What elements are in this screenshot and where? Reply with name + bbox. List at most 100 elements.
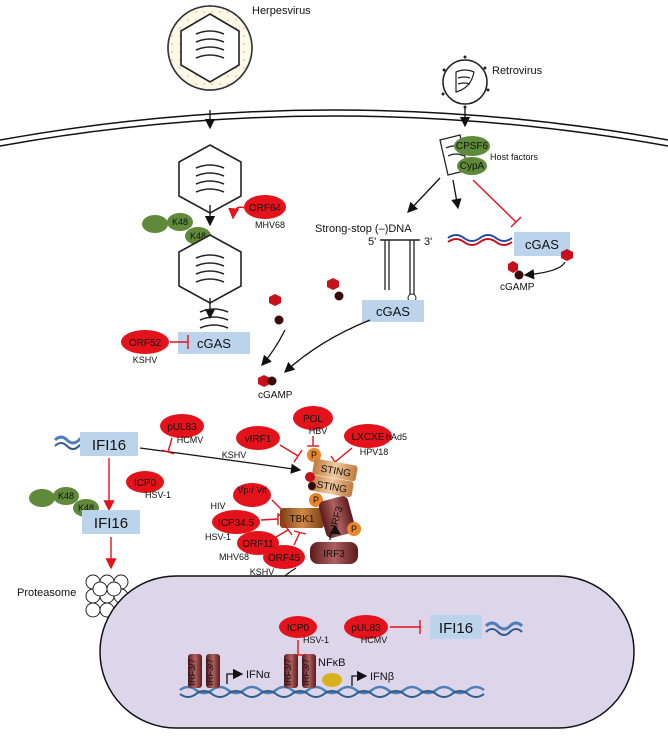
pol-oval xyxy=(293,406,333,430)
cgas-label-2: cGAS xyxy=(376,304,410,319)
ifi16-box-1 xyxy=(80,432,138,456)
virf1-oval xyxy=(236,426,280,450)
herpesvirus-label: Herpesvirus xyxy=(252,5,311,17)
ifna-label: IFNα xyxy=(246,669,271,681)
pul83-label-1: pUL83 xyxy=(167,422,197,433)
cgas-box-2 xyxy=(362,300,424,322)
icp0-label-1: ICP0 xyxy=(134,478,157,489)
retrovirus-particle xyxy=(441,55,490,109)
icp0-oval-1 xyxy=(126,471,164,493)
herpes-capsid-ubiquitinated xyxy=(178,234,242,304)
cpsf6-label: CPSF6 xyxy=(456,141,489,152)
cgamp-label-1: cGAMP xyxy=(258,390,293,401)
p-label-2: P xyxy=(313,495,319,505)
cgas-box-3 xyxy=(514,232,570,256)
sting-label-2: STING xyxy=(316,480,348,496)
orf64-oval xyxy=(244,195,286,219)
ifi16-label-1: IFI16 xyxy=(92,437,126,454)
cpsf6-oval xyxy=(454,136,490,156)
irf3-label-2: IRF3 xyxy=(323,549,345,560)
strong-stop-label: Strong-stop (–)DNA xyxy=(315,223,412,235)
hiv-label: HIV xyxy=(210,501,225,511)
herpesvirus-particle xyxy=(167,5,253,91)
irf37-block-4 xyxy=(302,654,316,688)
nfkb-label: NFκB xyxy=(318,657,346,669)
hcmv-label-2: HCMV xyxy=(361,635,388,645)
hsv1-label-b: HSV-1 xyxy=(205,532,231,542)
k48-label-2: K48 xyxy=(190,231,206,241)
icp345-label: ICP34.5 xyxy=(218,518,255,529)
three-prime-label: 3' xyxy=(424,236,432,248)
cgas-label-3: cGAS xyxy=(525,237,559,252)
hsv1-label-a: HSV-1 xyxy=(145,490,171,500)
ifi16-box-3 xyxy=(430,615,482,639)
orf52-label: ORF52 xyxy=(129,338,162,349)
had5-label: hAd5 xyxy=(386,432,407,442)
hcmv-label-1: HCMV xyxy=(177,435,204,445)
cgas-box-1 xyxy=(178,332,250,354)
irf37-block-2 xyxy=(206,654,220,688)
orf45-oval xyxy=(263,545,305,569)
pol-label: POL xyxy=(303,414,323,425)
nfkb-blob xyxy=(322,673,342,687)
retrovirus-label: Retrovirus xyxy=(492,65,543,77)
kshv-label-c: KSHV xyxy=(250,567,275,577)
orf52-oval xyxy=(121,330,169,354)
cgas-label-1: cGAS xyxy=(197,336,231,351)
irf37-label-3: IRF3/7 xyxy=(283,658,293,685)
irf3-block-2 xyxy=(310,542,358,564)
ifi16-box-2 xyxy=(82,510,140,534)
five-prime-label: 5' xyxy=(368,236,376,248)
irf37-label-2: IRF3/7 xyxy=(205,658,215,685)
hsv1-label-c: HSV-1 xyxy=(303,635,329,645)
sting-block-1 xyxy=(312,458,358,482)
virf1-label: vIRF1 xyxy=(245,434,272,445)
icp345-oval xyxy=(212,510,260,534)
irf3-block-1 xyxy=(318,496,356,538)
hbv-label: HBV xyxy=(309,426,328,436)
hpv18-label: HPV18 xyxy=(360,447,389,457)
orf11-label: ORF11 xyxy=(242,539,274,550)
mhv68-label-b: MHV68 xyxy=(219,552,249,562)
herpes-capsid-cytoplasm xyxy=(178,144,242,214)
phospho-p-1 xyxy=(307,448,321,462)
pul83-label-2: pUL83 xyxy=(351,623,381,634)
p-label-1: P xyxy=(311,450,317,460)
p-label-3: P xyxy=(351,524,357,534)
proteasome-label: Proteasome xyxy=(17,587,76,599)
phospho-p-2 xyxy=(309,493,323,507)
vpr-vif-oval xyxy=(233,483,271,507)
mhv68-label-a: MHV68 xyxy=(255,220,285,230)
irf37-block-1 xyxy=(188,654,202,688)
kshv-label-a: KSHV xyxy=(133,355,158,365)
pul83-oval-2 xyxy=(344,615,388,639)
irf37-label-4: IRF3/7 xyxy=(301,658,311,685)
cgamp-label-2: cGAMP xyxy=(500,282,535,293)
tbk1-block xyxy=(280,508,324,528)
ifi16-label-3: IFI16 xyxy=(439,620,473,637)
tbk1-label: TBK1 xyxy=(289,514,314,525)
ifi16-label-2: IFI16 xyxy=(94,515,128,532)
lxcxe-label: LXCXE xyxy=(352,432,385,443)
icp0-label-2: ICP0 xyxy=(287,623,310,634)
k48-label-3: K48 xyxy=(58,491,74,501)
host-factors-label: Host factors xyxy=(490,152,539,162)
vpr-vif-label: Vpr/ Vif xyxy=(237,485,267,495)
cypa-label: CypA xyxy=(460,161,485,172)
orf45-label: ORF45 xyxy=(268,553,301,564)
phospho-p-3 xyxy=(347,522,361,536)
sting-label-1: STING xyxy=(320,464,352,480)
kshv-label-b: KSHV xyxy=(222,450,247,460)
k48-label-4: K48 xyxy=(78,503,94,513)
k48-label-1: K48 xyxy=(172,217,188,227)
irf37-label-1: IRF3/7 xyxy=(187,658,197,685)
nuclear-dna xyxy=(179,685,485,695)
ifnb-label: IFNβ xyxy=(370,671,394,683)
lxcxe-oval xyxy=(344,424,392,448)
nucleus xyxy=(99,575,635,729)
orf64-label: ORF64 xyxy=(249,203,282,214)
sting-block-2 xyxy=(308,474,354,498)
icp0-oval-2 xyxy=(279,616,317,638)
plasma-membrane xyxy=(0,109,668,141)
